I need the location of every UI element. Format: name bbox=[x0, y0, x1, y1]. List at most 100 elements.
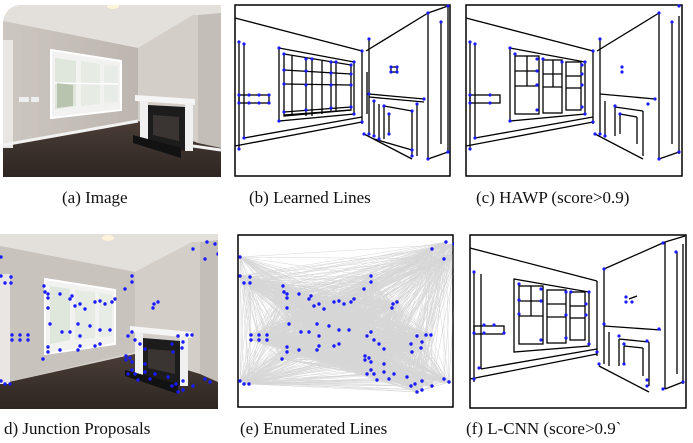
enumerated-line bbox=[286, 297, 372, 363]
enumerated-line bbox=[353, 298, 366, 361]
enumerated-line bbox=[298, 349, 372, 363]
enumerated-line bbox=[370, 281, 385, 373]
enumerated-line bbox=[298, 293, 310, 333]
enumerated-line bbox=[243, 243, 454, 284]
enumerated-line bbox=[316, 303, 394, 351]
enumerated-line bbox=[300, 331, 412, 345]
enumerated-line bbox=[310, 295, 318, 351]
d-junction-dot bbox=[110, 300, 114, 304]
enumerated-line bbox=[316, 323, 320, 337]
enumerated-line bbox=[431, 268, 454, 387]
enumerated-line bbox=[250, 339, 433, 387]
enumerated-line bbox=[318, 303, 423, 391]
enumerated-line bbox=[383, 363, 390, 380]
enumerated-line bbox=[323, 308, 330, 327]
enumerated-line bbox=[370, 281, 427, 336]
d-junction-dot bbox=[9, 275, 13, 279]
enumerated-line bbox=[370, 341, 423, 363]
enumerated-line bbox=[308, 288, 365, 300]
enumerated-line bbox=[282, 285, 375, 375]
enumerated-line bbox=[250, 275, 372, 341]
enumerated-line bbox=[249, 276, 252, 336]
enumerated-line bbox=[286, 351, 366, 357]
d-junction-dot bbox=[98, 342, 102, 346]
enumerated-line bbox=[282, 285, 378, 381]
enumerated-line bbox=[363, 288, 413, 353]
e-junction-dot bbox=[249, 333, 253, 337]
enumerated-line bbox=[258, 258, 445, 336]
enumerated-line bbox=[421, 258, 445, 391]
enumerated-line bbox=[308, 331, 385, 350]
enumerated-line bbox=[249, 276, 394, 305]
enumerated-line bbox=[406, 248, 433, 378]
enumerated-line bbox=[249, 282, 300, 351]
enumerated-line bbox=[328, 300, 340, 327]
enumerated-line bbox=[370, 351, 413, 363]
enumerated-line bbox=[258, 334, 366, 361]
enumerated-line bbox=[338, 343, 413, 353]
enumerated-line bbox=[249, 282, 288, 348]
d-junction-dot bbox=[153, 372, 157, 376]
enumerated-line bbox=[416, 259, 454, 337]
e-junction-dot bbox=[285, 296, 289, 300]
enumerated-line bbox=[239, 281, 372, 382]
enumerated-line bbox=[249, 282, 375, 375]
c-junction-dot bbox=[535, 57, 539, 61]
enumerated-line bbox=[243, 334, 252, 385]
enumerated-line bbox=[266, 301, 352, 341]
enumerated-line bbox=[338, 275, 372, 302]
enumerated-line bbox=[318, 301, 398, 347]
enumerated-line bbox=[318, 303, 423, 343]
enumerated-line bbox=[318, 308, 325, 347]
enumerated-line bbox=[308, 331, 433, 387]
enumerated-line bbox=[286, 275, 372, 348]
c-junction-dot bbox=[468, 101, 472, 105]
enumerated-line bbox=[376, 376, 408, 381]
enumerated-line bbox=[281, 307, 288, 360]
enumerated-line bbox=[239, 331, 310, 382]
enumerated-line bbox=[286, 297, 318, 325]
d-junction-dot bbox=[83, 307, 87, 311]
enumerated-line bbox=[338, 300, 368, 375]
enumerated-line bbox=[286, 307, 432, 336]
d-junction-dot bbox=[98, 299, 102, 303]
c-junction-dot bbox=[591, 49, 595, 53]
enumerated-line bbox=[430, 243, 454, 336]
d-junction-dot bbox=[143, 362, 147, 366]
enumerated-line bbox=[350, 301, 378, 381]
enumerated-line bbox=[333, 288, 365, 347]
e-junction-dot bbox=[392, 372, 396, 376]
enumerated-line bbox=[343, 303, 366, 357]
enumerated-line bbox=[283, 291, 288, 353]
enumerated-line bbox=[286, 307, 385, 365]
enumerated-line bbox=[318, 303, 340, 331]
enumerated-line bbox=[258, 334, 320, 347]
d-junction-dot bbox=[93, 300, 97, 304]
enumerated-line bbox=[300, 305, 315, 333]
enumerated-line bbox=[286, 297, 320, 305]
b-junction-dot bbox=[387, 132, 391, 136]
enumerated-line bbox=[318, 329, 340, 347]
enumerated-line bbox=[298, 329, 350, 351]
enumerated-line bbox=[243, 282, 302, 333]
enumerated-line bbox=[258, 339, 380, 345]
enumerated-line bbox=[239, 300, 340, 382]
enumerated-line bbox=[300, 331, 372, 371]
enumerated-line bbox=[249, 276, 288, 295]
enumerated-line bbox=[286, 346, 416, 385]
enumerated-line bbox=[318, 335, 368, 347]
f-junction-dot bbox=[602, 322, 606, 326]
enumerated-line bbox=[286, 334, 427, 348]
enumerated-line bbox=[243, 282, 252, 336]
enumerated-line bbox=[353, 275, 372, 300]
enumerated-line bbox=[239, 329, 340, 382]
enumerated-line bbox=[338, 329, 385, 373]
d-junction-dot bbox=[133, 372, 137, 376]
enumerated-line bbox=[248, 351, 413, 385]
enumerated-line bbox=[392, 303, 412, 345]
enumerated-line bbox=[333, 345, 423, 382]
enumerated-line bbox=[308, 275, 372, 333]
enumerated-line bbox=[378, 343, 385, 373]
enumerated-line bbox=[308, 298, 350, 331]
enumerated-line bbox=[243, 373, 368, 385]
